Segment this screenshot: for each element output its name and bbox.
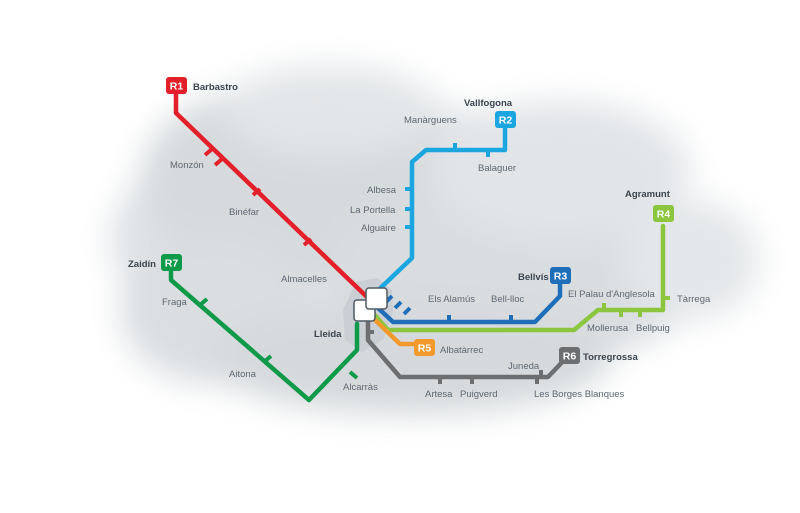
badge-r5-label: R5 xyxy=(418,343,432,355)
badge-r7[interactable]: R7 xyxy=(161,254,182,271)
badge-r4-label: R4 xyxy=(657,209,671,221)
station-puigverd: Puigverd xyxy=(460,389,498,400)
badge-r4[interactable]: R4 xyxy=(653,205,674,222)
station-el-palau-danglesola: El Palau d'Anglesola xyxy=(568,289,656,300)
station-balaguer: Balaguer xyxy=(478,163,516,174)
terminus-barbastro: Barbastro xyxy=(193,82,238,93)
terminus-agramunt: Agramunt xyxy=(625,189,671,200)
station-els-alamus: Els Alamús xyxy=(428,294,475,305)
station-bell-lloc: Bell-lloc xyxy=(491,294,525,305)
lleida-hub[interactable] xyxy=(353,287,388,322)
station-les-borges-blanques: Les Borges Blanques xyxy=(534,389,625,400)
terminus-vallfogona: Vallfogona xyxy=(464,98,513,109)
terminus-albatarrec: Albatàrrec xyxy=(440,345,484,356)
line-r6[interactable] xyxy=(365,319,571,384)
line-r2[interactable] xyxy=(367,125,508,301)
watercolor-background xyxy=(110,65,760,415)
station-manarguens: Manàrguens xyxy=(404,115,457,126)
hub-label-lleida: Lleida xyxy=(314,329,342,340)
terminus-bellvis: Bellvís xyxy=(518,272,549,283)
line-r1[interactable] xyxy=(173,91,371,301)
badge-r6-label: R6 xyxy=(563,351,577,363)
station-albesa: Albesa xyxy=(367,185,397,196)
station-la-portella: La Portella xyxy=(350,205,396,216)
station-binefar: Binéfar xyxy=(229,207,259,218)
badge-r5[interactable]: R5 xyxy=(414,339,435,356)
badge-r2-label: R2 xyxy=(499,115,513,127)
badge-r2[interactable]: R2 xyxy=(495,111,516,128)
station-alguaire: Alguaire xyxy=(361,223,396,234)
station-aitona: Aitona xyxy=(229,369,257,380)
badge-r7-label: R7 xyxy=(165,258,179,270)
badge-r1-label: R1 xyxy=(170,81,184,93)
station-almacelles: Almacelles xyxy=(281,274,327,285)
terminus-zaidin: Zaidín xyxy=(128,259,156,270)
badge-r3-label: R3 xyxy=(554,271,568,283)
badge-r1[interactable]: R1 xyxy=(166,77,187,94)
badge-r3[interactable]: R3 xyxy=(550,267,571,284)
station-monzon: Monzón xyxy=(170,160,204,171)
station-alcarras: Alcarràs xyxy=(343,382,378,393)
station-mollerusa: Mollerusa xyxy=(587,323,629,334)
station-tarrega: Tàrrega xyxy=(677,294,711,305)
badge-r6[interactable]: R6 xyxy=(559,347,580,364)
line-r5[interactable] xyxy=(370,315,418,347)
station-juneda: Juneda xyxy=(508,361,540,372)
terminus-torregrossa: Torregrossa xyxy=(583,352,638,363)
line-r7[interactable] xyxy=(168,265,360,403)
station-fraga: Fraga xyxy=(162,297,188,308)
station-bellpuig: Bellpuig xyxy=(636,323,670,334)
line-r3[interactable] xyxy=(373,279,563,325)
station-artesa: Artesa xyxy=(425,389,453,400)
